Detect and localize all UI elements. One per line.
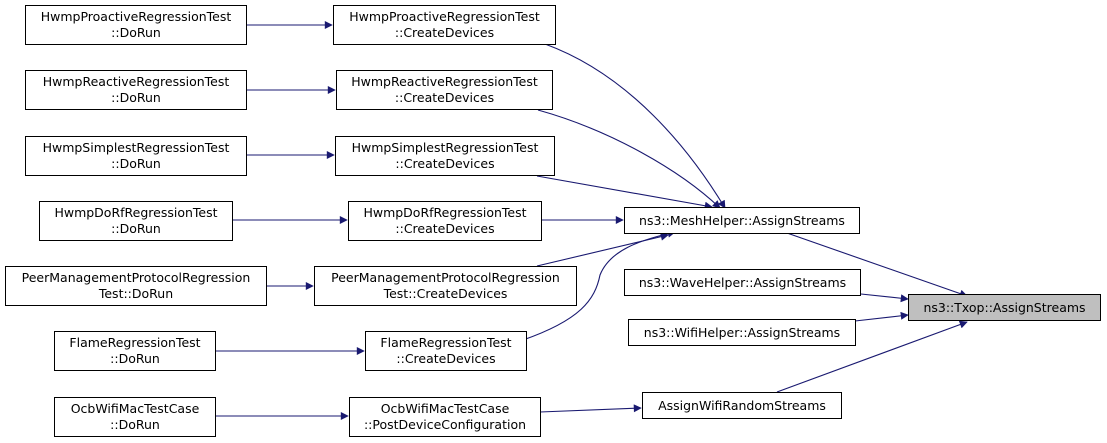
edge-sim-create-to-mesh	[536, 175, 713, 210]
node-label-line: PeerManagementProtocolRegression	[331, 270, 560, 285]
node-hwmp-dorf-do-run[interactable]: HwmpDoRfRegressionTest::DoRun	[39, 201, 233, 241]
node-label-line: ns3::WifiHelper::AssignStreams	[643, 324, 841, 340]
edge-mesh-to-target	[786, 232, 968, 298]
node-label-line: ::DoRun	[110, 351, 160, 366]
edge-ocb-post-to-assign-wifi-random	[539, 404, 642, 413]
node-wave-helper-assign-streams[interactable]: ns3::WaveHelper::AssignStreams	[624, 269, 861, 296]
node-mesh-helper-assign-streams[interactable]: ns3::MeshHelper::AssignStreams	[624, 207, 860, 234]
node-label-line: FlameRegressionTest	[69, 335, 201, 350]
node-label-line: ::PostDeviceConfiguration	[363, 417, 527, 432]
node-label-line: ::CreateDevices	[394, 90, 495, 105]
node-label-line: ::DoRun	[111, 90, 161, 105]
node-label-line: HwmpSimplestRegressionTest	[351, 140, 539, 155]
edge-flame-create-to-mesh	[522, 229, 676, 341]
node-label-line: HwmpProactiveRegressionTest	[40, 9, 232, 24]
node-label-line: ::CreateDevices	[395, 221, 495, 236]
node-hwmp-simplest-create-devices[interactable]: HwmpSimplestRegressionTest::CreateDevice…	[335, 136, 555, 176]
edge-wave-to-target	[860, 293, 909, 303]
node-ocb-wifi-post-device-configuration[interactable]: OcbWifiMacTestCase::PostDeviceConfigurat…	[349, 397, 541, 437]
node-label-line: ::CreateDevices	[394, 25, 495, 40]
node-hwmp-dorf-create-devices[interactable]: HwmpDoRfRegressionTest::CreateDevices	[348, 201, 542, 241]
node-label-line: HwmpDoRfRegressionTest	[363, 205, 527, 220]
node-hwmp-reactive-do-run[interactable]: HwmpReactiveRegressionTest::DoRun	[25, 70, 247, 110]
edge-wifi-to-target	[854, 311, 909, 322]
node-hwmp-proactive-create-devices[interactable]: HwmpProactiveRegressionTest::CreateDevic…	[333, 5, 556, 45]
edge-assign-wifi-random-to-target	[776, 320, 968, 393]
node-label-line: HwmpDoRfRegressionTest	[54, 205, 218, 220]
node-label-line: OcbWifiMacTestCase	[70, 401, 200, 416]
node-label-line: OcbWifiMacTestCase	[380, 401, 510, 416]
edge-rea-create-to-mesh	[537, 109, 721, 209]
node-hwmp-reactive-create-devices[interactable]: HwmpReactiveRegressionTest::CreateDevice…	[336, 70, 553, 110]
node-label-line: HwmpSimplestRegressionTest	[42, 140, 230, 155]
node-label-line: ns3::MeshHelper::AssignStreams	[639, 212, 845, 228]
node-label-line: ns3::WaveHelper::AssignStreams	[638, 274, 847, 290]
node-flame-do-run[interactable]: FlameRegressionTest::DoRun	[54, 331, 216, 371]
node-wifi-helper-assign-streams[interactable]: ns3::WifiHelper::AssignStreams	[628, 319, 856, 346]
node-hwmp-proactive-do-run[interactable]: HwmpProactiveRegressionTest::DoRun	[25, 5, 247, 45]
node-label-line: PeerManagementProtocolRegression	[21, 270, 251, 285]
node-label-line: ns3::Txop::AssignStreams	[923, 299, 1086, 315]
node-label-line: HwmpReactiveRegressionTest	[351, 74, 538, 89]
node-label-line: ::DoRun	[111, 221, 161, 236]
node-label-line: Test::CreateDevices	[383, 286, 508, 301]
node-label-line: ::CreateDevices	[396, 351, 496, 366]
node-label-line: ::CreateDevices	[395, 156, 495, 171]
node-hwmp-simplest-do-run[interactable]: HwmpSimplestRegressionTest::DoRun	[25, 136, 247, 176]
node-label-line: FlameRegressionTest	[380, 335, 512, 350]
node-label-line: ::DoRun	[111, 156, 161, 171]
node-label-line: ::DoRun	[111, 25, 161, 40]
node-ocb-wifi-do-run[interactable]: OcbWifiMacTestCase::DoRun	[54, 397, 216, 437]
node-assign-wifi-random-streams[interactable]: AssignWifiRandomStreams	[642, 392, 842, 419]
node-label-line: HwmpProactiveRegressionTest	[349, 9, 540, 24]
node-label-line: HwmpReactiveRegressionTest	[42, 74, 230, 89]
node-label-line: ::DoRun	[110, 417, 160, 432]
edge-pro-create-to-mesh	[544, 43, 726, 209]
node-txop-assign-streams: ns3::Txop::AssignStreams	[908, 294, 1101, 321]
node-label-line: AssignWifiRandomStreams	[658, 397, 826, 413]
node-flame-create-devices[interactable]: FlameRegressionTest::CreateDevices	[365, 331, 527, 371]
node-label-line: Test::DoRun	[98, 286, 174, 301]
